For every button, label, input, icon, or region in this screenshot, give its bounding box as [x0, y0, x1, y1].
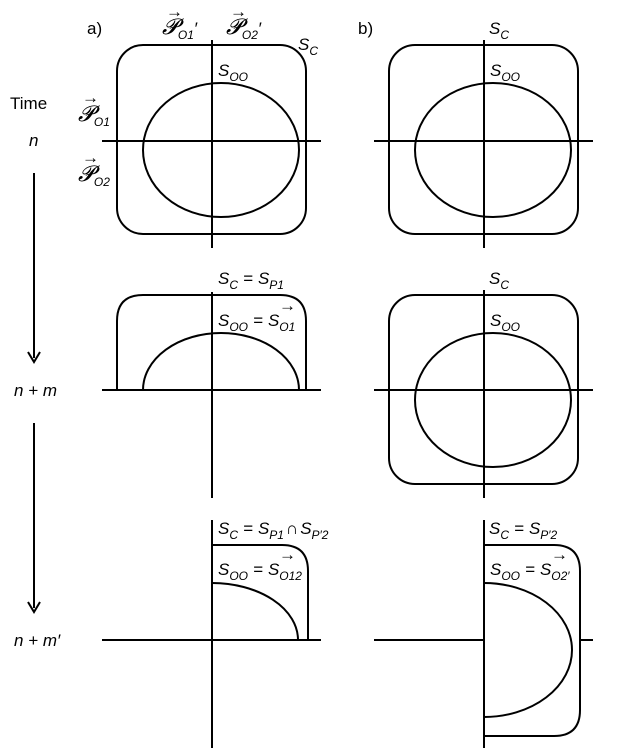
time-arrow-1-head — [27, 351, 41, 364]
so2-prime-arrow: → — [551, 545, 568, 564]
p-o1-prime-arrow: → — [166, 2, 183, 21]
time-n-plus-m-prime-label: n + m′ — [14, 631, 61, 650]
soo-region — [142, 82, 300, 218]
sc-equals-sp2-label: SC=SP′2 — [489, 519, 558, 542]
soo-equals-so1-label: SOO=SO1 — [218, 311, 295, 334]
sc-label: SC — [298, 35, 318, 58]
soo-region — [414, 332, 572, 468]
p-o1-arrow: → — [82, 88, 99, 107]
soo-region — [483, 582, 573, 718]
panel-b-row-3: SC=SP′2 SOO=SO2′ → — [374, 519, 593, 748]
so1-arrow: → — [279, 296, 296, 315]
sc-equals-sp1-label: SC=SP1 — [218, 269, 284, 292]
panel-b-row-1: SC SOO — [374, 19, 593, 248]
panel-label-a: a) — [87, 19, 102, 38]
panel-label-b: b) — [358, 19, 373, 38]
time-n-plus-m-label: n + m — [14, 381, 57, 400]
soo-label: SOO — [490, 61, 520, 84]
p-o2-arrow: → — [82, 148, 99, 167]
sc-label: SC — [489, 19, 509, 42]
so12-arrow: → — [279, 545, 296, 564]
time-n-label: n — [29, 131, 38, 150]
p-o2-prime-arrow: → — [230, 2, 247, 21]
soo-label: SOO — [218, 61, 248, 84]
soo-region — [414, 82, 572, 218]
soo-equals-so2-prime-label: SOO=SO2′ — [490, 560, 570, 583]
sc-equals-intersection-label: SC=SP1∩SP′2 — [218, 519, 329, 542]
time-label: Time — [10, 94, 47, 113]
panel-b-row-2: SC SOO — [374, 269, 593, 498]
panel-a-row-2: SC=SP1 SOO=SO1 → — [102, 269, 321, 498]
panel-a-row-1: 𝓟O1′ → 𝓟O2′ → SC SOO 𝓟O1 → 𝓟O2 → — [78, 2, 321, 248]
soo-region — [211, 582, 299, 641]
sc-label: SC — [489, 269, 509, 292]
soo-label: SOO — [490, 311, 520, 334]
sc-region — [212, 544, 309, 640]
soo-region — [142, 332, 300, 391]
time-arrow-2-head — [27, 601, 41, 614]
soo-equals-so12-label: SOO=SO12 — [218, 560, 302, 583]
panel-a-row-3: SC=SP1∩SP′2 SOO=SO12 → — [102, 519, 329, 748]
